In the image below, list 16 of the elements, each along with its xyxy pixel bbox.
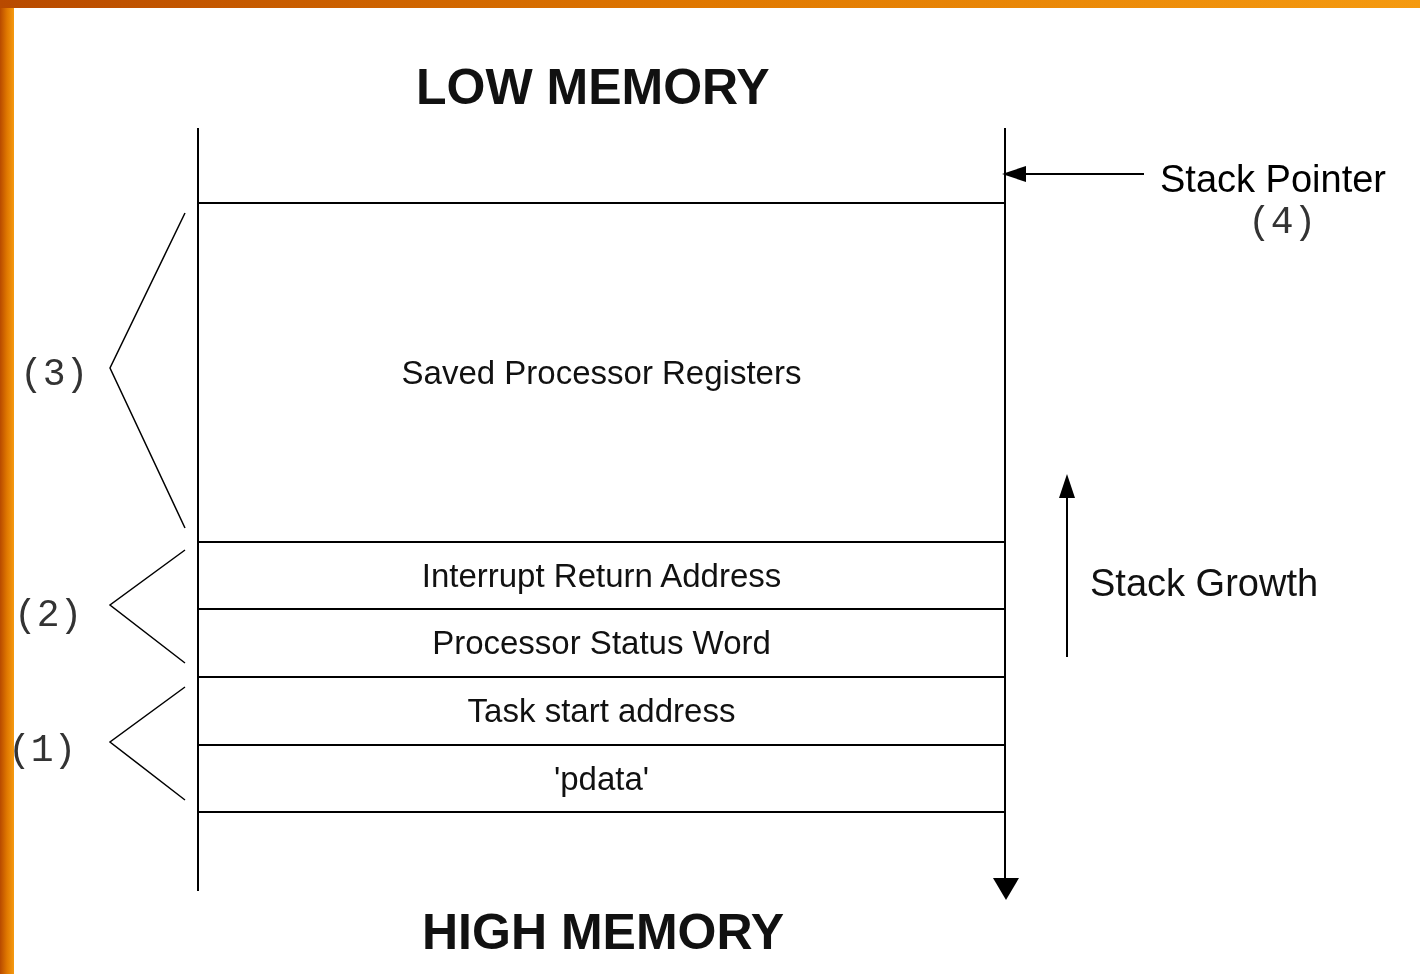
- empty-memory-cell: [197, 811, 1006, 891]
- pointer-label: Stack Pointer: [1160, 158, 1387, 201]
- empty-memory-cell: [197, 128, 1006, 202]
- arrow: [1002, 166, 1145, 182]
- memory-label: HIGH MEMORY: [422, 903, 785, 961]
- callout-number: (1): [8, 729, 77, 772]
- memory-cell: Interrupt Return Address: [197, 541, 1006, 608]
- memory-label: LOW MEMORY: [416, 58, 770, 116]
- memory-cell: Processor Status Word: [197, 608, 1006, 676]
- callout-number: (2): [14, 594, 83, 637]
- memory-cell: 'pdata': [197, 744, 1006, 811]
- callout-number: (4): [1248, 201, 1317, 244]
- callout-number: (3): [20, 353, 89, 396]
- memory-cell: Task start address: [197, 676, 1006, 744]
- direction-label: Stack Growth: [1090, 562, 1319, 605]
- memory-cell: Saved Processor Registers: [197, 202, 1006, 541]
